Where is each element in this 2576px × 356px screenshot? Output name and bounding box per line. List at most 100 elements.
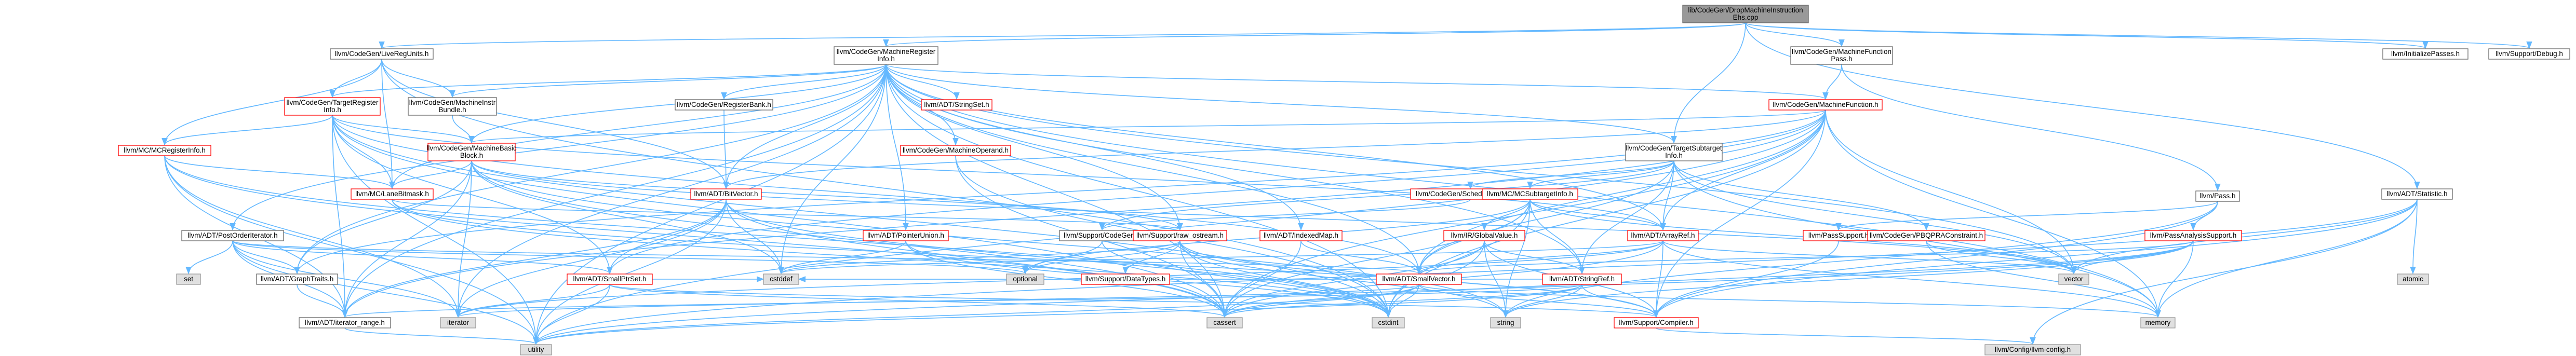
node-debug[interactable]: llvm/Support/Debug.h xyxy=(2488,48,2570,60)
edge-targetreginfo-to-arrayref xyxy=(332,115,1666,231)
edge-machinereginfo-to-machinefunction xyxy=(886,64,1829,100)
node-datatypes[interactable]: llvm/Support/DataTypes.h xyxy=(1081,273,1170,285)
node-liveregunits[interactable]: llvm/CodeGen/LiveRegUnits.h xyxy=(330,48,434,60)
node-stringref[interactable]: llvm/ADT/StringRef.h xyxy=(1542,273,1622,285)
node-pointerunion[interactable]: llvm/ADT/PointerUnion.h xyxy=(863,230,949,241)
node-box xyxy=(1372,317,1405,328)
edge-machinefunction-to-compiler xyxy=(1653,109,1826,318)
edge-lanebitmask-to-rawostream xyxy=(392,199,1183,231)
node-smallvector[interactable]: llvm/ADT/SmallVector.h xyxy=(1376,273,1462,285)
node-box xyxy=(351,188,434,200)
node-label: Info.h xyxy=(324,106,341,114)
node-rawostream[interactable]: llvm/Support/raw_ostream.h xyxy=(1133,230,1227,241)
node-label: llvm/CodeGen/MachineOperand.h xyxy=(903,146,1009,154)
node-iteratorrange[interactable]: llvm/ADT/iterator_range.h xyxy=(299,317,391,328)
edge-stringref-to-iteratorrange xyxy=(342,284,1582,318)
edge-targetsubtarget-to-vector xyxy=(1673,160,2077,275)
edge-postorderiterator-to-smallvector xyxy=(232,240,1421,275)
edge-globalvalue-to-stringref xyxy=(1484,240,1585,275)
node-label: string xyxy=(1497,319,1514,326)
node-bitvector[interactable]: llvm/ADT/BitVector.h xyxy=(690,188,762,200)
node-passsupport[interactable]: llvm/PassSupport.h xyxy=(1803,230,1874,241)
node-label: llvm/ADT/GraphTraits.h xyxy=(261,275,334,283)
node-box xyxy=(1984,344,2081,355)
edge-machinereginfo-to-stringset xyxy=(886,64,960,100)
edge-statistic-to-memory xyxy=(2155,199,2418,318)
edge-stringref-to-cassert xyxy=(1222,284,1582,318)
node-mcreginfo[interactable]: llvm/MC/MCRegisterInfo.h xyxy=(118,145,211,156)
edge-machinefunction-to-bitvector xyxy=(723,109,1826,189)
node-box xyxy=(1490,317,1521,328)
edge-machinefunctionpass-to-machinefunction xyxy=(1822,64,1842,100)
node-label: llvm/ADT/PointerUnion.h xyxy=(867,231,944,239)
node-box xyxy=(330,48,434,60)
node-box xyxy=(1542,273,1622,285)
node-lanebitmask[interactable]: llvm/MC/LaneBitmask.h xyxy=(351,188,434,200)
node-root: lib/CodeGen/DropMachineInstructionEhs.cp… xyxy=(1682,5,1809,23)
node-compiler[interactable]: llvm/Support/Compiler.h xyxy=(1614,317,1699,328)
node-registerbank[interactable]: llvm/CodeGen/RegisterBank.h xyxy=(675,99,773,111)
node-label: set xyxy=(184,275,193,283)
edge-pbqpraconstraint-to-memory xyxy=(1926,240,2161,318)
node-label: llvm/ADT/ArrayRef.h xyxy=(1631,231,1695,239)
node-box xyxy=(900,145,1011,156)
node-label: llvm/ADT/IndexedMap.h xyxy=(1264,231,1338,239)
node-box xyxy=(1376,273,1462,285)
edge-targetsubtarget-to-supportcodegen xyxy=(1099,160,1674,231)
node-box xyxy=(284,97,381,116)
node-smallptrset[interactable]: llvm/ADT/SmallPtrSet.h xyxy=(567,273,653,285)
edge-rawostream-to-cstddef xyxy=(778,240,1180,275)
node-mcsubtargetinfo[interactable]: llvm/MC/MCSubtargetInfo.h xyxy=(1482,188,1578,200)
node-pbqpraconstraint[interactable]: llvm/CodeGen/PBQPRAConstraint.h xyxy=(1867,230,1985,241)
node-label: optional xyxy=(1013,275,1037,283)
edge-postorderiterator-to-smallptrset xyxy=(232,240,613,275)
edge-machinereginfo-to-graphtraits xyxy=(294,64,887,275)
node-passanalysissupport[interactable]: llvm/PassAnalysisSupport.h xyxy=(2144,230,2242,241)
edge-supportcodegen-to-optional xyxy=(1022,240,1103,275)
edge-postorderiterator-to-graphtraits xyxy=(232,240,300,275)
node-graphtraits[interactable]: llvm/ADT/GraphTraits.h xyxy=(256,273,338,285)
edge-machinebasicblock-to-lanebitmask xyxy=(389,160,472,189)
node-indexedmap[interactable]: llvm/ADT/IndexedMap.h xyxy=(1259,230,1343,241)
node-box xyxy=(2397,273,2429,285)
edge-root-to-liveregunits xyxy=(379,22,1746,49)
node-supportcodegen[interactable]: llvm/Support/CodeGen.h xyxy=(1059,230,1145,241)
node-box xyxy=(834,46,938,65)
edge-machinebasicblock-to-vector xyxy=(471,160,2077,275)
edge-smallvector-to-cassert xyxy=(1222,284,1419,318)
node-cstddef: cstddef xyxy=(763,273,799,285)
node-label: llvm/MC/MCRegisterInfo.h xyxy=(124,146,206,154)
node-label: llvm/ADT/PostOrderIterator.h xyxy=(187,231,277,239)
node-machinefunction[interactable]: llvm/CodeGen/MachineFunction.h xyxy=(1768,99,1883,111)
node-box xyxy=(2382,48,2468,60)
node-label: llvm/CodeGen/MachineFunction xyxy=(1792,48,1891,56)
node-machineoperand[interactable]: llvm/CodeGen/MachineOperand.h xyxy=(900,145,1011,156)
edge-machinereginfo-to-pointerunion xyxy=(886,64,909,231)
node-box xyxy=(408,97,497,116)
node-optional: optional xyxy=(1006,273,1044,285)
edge-machinebasicblock-to-string xyxy=(471,160,1509,318)
edge-iteratorrange-to-utility xyxy=(344,327,539,345)
edge-smallvector-to-compiler xyxy=(1418,284,1659,318)
node-statistic[interactable]: llvm/ADT/Statistic.h xyxy=(2381,188,2453,200)
node-pass[interactable]: llvm/Pass.h xyxy=(2195,190,2240,202)
edge-machinefunction-to-arrayref xyxy=(1660,109,1826,231)
node-box xyxy=(176,273,201,285)
node-box xyxy=(1614,317,1699,328)
node-label: cassert xyxy=(1213,319,1236,326)
node-label: llvm/InitializePasses.h xyxy=(2391,50,2460,58)
node-label: llvm/ADT/StringRef.h xyxy=(1549,275,1615,283)
node-initializepasses[interactable]: llvm/InitializePasses.h xyxy=(2382,48,2468,60)
node-stringset[interactable]: llvm/ADT/StringSet.h xyxy=(921,99,992,111)
node-postorderiterator[interactable]: llvm/ADT/PostOrderIterator.h xyxy=(181,230,284,241)
node-arrayref[interactable]: llvm/ADT/ArrayRef.h xyxy=(1627,230,1699,241)
node-globalvalue[interactable]: llvm/IR/GlobalValue.h xyxy=(1443,230,1525,241)
node-box xyxy=(567,273,653,285)
